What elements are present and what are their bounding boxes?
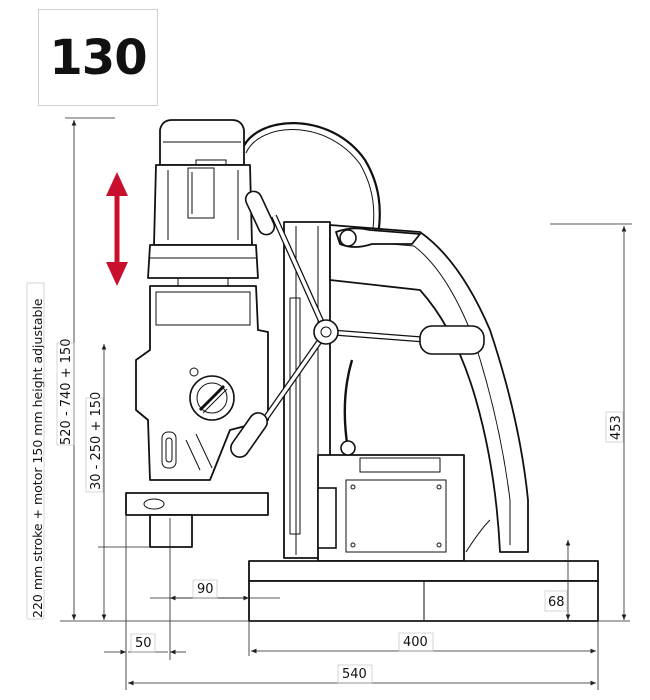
capstan-handles (230, 190, 485, 458)
dim-base-length-400: 400 (403, 635, 428, 650)
dim-base-height-68: 68 (548, 595, 565, 610)
magnet-base (248, 560, 599, 582)
dim-offset-50: 50 (135, 636, 152, 651)
power-cable (240, 122, 381, 236)
model-number-box: 130 (38, 9, 158, 106)
dim-offset-90: 90 (197, 582, 214, 597)
tool-holder (125, 492, 269, 516)
dim-stroke-note: 220 mm stroke + motor 150 mm height adju… (30, 298, 45, 618)
dim-spindle-height: 30 - 250 + 150 (89, 392, 104, 490)
drill-illustration (125, 119, 599, 622)
dimension-labels: 520 - 740 + 150 30 - 250 + 150 220 mm st… (26, 282, 624, 684)
dim-overall-length-540: 540 (342, 667, 367, 682)
height-adjust-arrow (106, 172, 128, 286)
dim-depth-453: 453 (609, 415, 624, 440)
model-number: 130 (49, 29, 147, 86)
motor-body (153, 164, 253, 246)
magnet-base-block (317, 454, 465, 562)
dim-height-total: 520 - 740 + 150 (59, 338, 74, 445)
